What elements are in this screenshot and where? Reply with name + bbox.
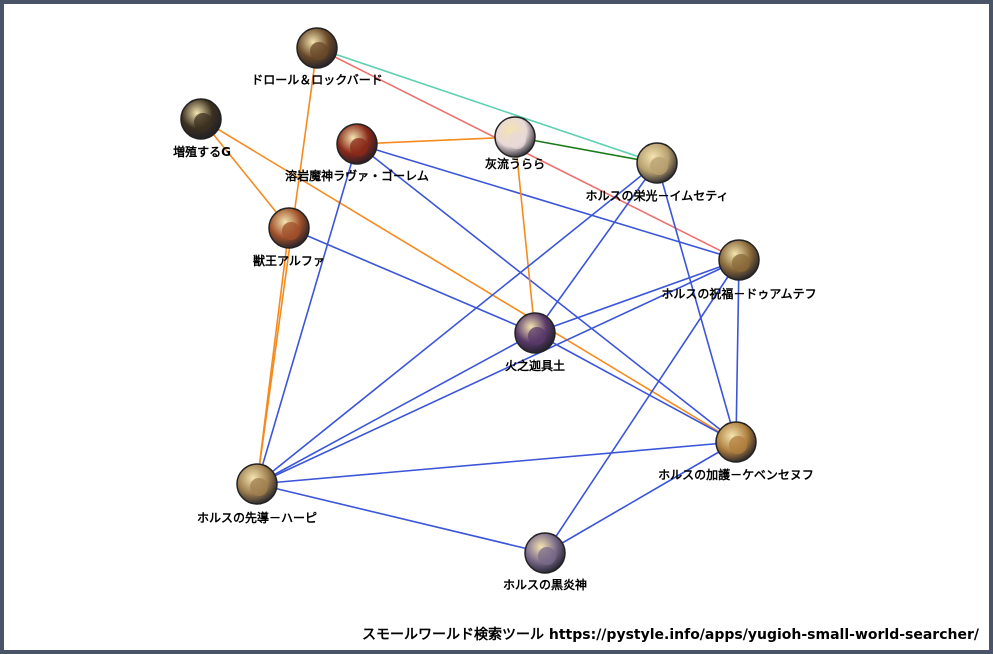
card-art-detail — [250, 478, 268, 496]
card-art-detail — [528, 327, 546, 345]
edge-lava-ash — [356, 136, 516, 145]
card-art-detail — [310, 42, 328, 60]
footer-credit: スモールワールド検索ツール https://pystyle.info/apps/… — [362, 627, 979, 643]
node-ash[interactable]: 灰流うらら — [485, 116, 545, 171]
card-art-detail — [194, 113, 212, 131]
node-label-qebehsenuef: ホルスの加護－ケベンセヌフ — [658, 467, 814, 482]
node-alpha[interactable]: 獣王アルファ — [253, 207, 325, 268]
edge-qebehsenuef-horus — [544, 441, 737, 554]
node-label-hapi: ホルスの先導－ハーピ — [197, 510, 317, 525]
edge-ash-hinotama — [514, 136, 536, 334]
card-art-detail — [650, 157, 668, 175]
card-art-detail — [538, 547, 556, 565]
node-label-hinotama: 火之迦具土 — [505, 358, 565, 373]
graph-canvas: ドロール＆ロックバード増殖するG 溶岩魔神ラヴァ・ゴーレム 灰流うららホルスの栄光－… — [4, 4, 989, 650]
edge-hapi-horus — [256, 483, 546, 554]
node-horus[interactable]: ホルスの黒炎神 — [503, 532, 587, 592]
edge-imsety-hapi — [256, 162, 658, 485]
card-art-detail — [508, 131, 526, 149]
edge-droll-imsety — [316, 47, 658, 164]
edge-imsety-hinotama — [534, 162, 658, 334]
node-label-alpha: 獣王アルファ — [253, 253, 325, 268]
node-duamutef[interactable]: ホルスの祝福－ドゥアムテフ — [661, 239, 817, 301]
edge-duamutef-hapi — [256, 259, 740, 485]
edge-ash-imsety — [514, 136, 658, 164]
edge-layer — [200, 47, 740, 554]
node-hapi[interactable]: ホルスの先導－ハーピ — [197, 463, 317, 525]
node-label-ash: 灰流うらら — [485, 156, 545, 171]
node-label-imsety: ホルスの栄光－イムセティ — [585, 188, 728, 203]
edge-alpha-hinotama — [288, 227, 536, 334]
card-art-detail — [729, 436, 747, 454]
edge-hinotama-qebehsenuef — [534, 332, 737, 443]
edge-droll-hapi — [256, 47, 318, 485]
node-imsety[interactable]: ホルスの栄光－イムセティ — [585, 142, 729, 203]
edge-lava-qebehsenuef — [356, 143, 737, 443]
edge-duamutef-qebehsenuef — [735, 259, 740, 443]
edge-qebehsenuef-hapi — [256, 441, 737, 485]
card-art-detail — [732, 254, 750, 272]
node-hinotama[interactable]: 火之迦具土 — [505, 312, 565, 373]
edge-droll-duamutef — [316, 47, 740, 261]
node-label-maxx: 増殖するG — [173, 144, 231, 159]
card-art-detail — [350, 138, 368, 156]
edge-duamutef-horus — [544, 259, 740, 554]
edge-duamutef-hinotama — [534, 259, 740, 334]
node-label-lava: 溶岩魔神ラヴァ・ゴーレム — [285, 168, 429, 183]
edge-imsety-qebehsenuef — [656, 162, 737, 443]
node-qebehsenuef[interactable]: ホルスの加護－ケベンセヌフ — [658, 421, 814, 482]
edge-lava-duamutef — [356, 143, 740, 261]
edge-hinotama-hapi — [256, 332, 536, 485]
node-lava[interactable]: 溶岩魔神ラヴァ・ゴーレム — [285, 123, 429, 183]
node-maxx[interactable]: 増殖するG — [173, 98, 231, 159]
node-label-horus: ホルスの黒炎神 — [503, 577, 587, 592]
node-label-duamutef: ホルスの祝福－ドゥアムテフ — [661, 286, 816, 301]
node-droll[interactable]: ドロール＆ロックバード — [251, 27, 383, 87]
edge-lava-hapi — [256, 143, 358, 485]
edge-alpha-hapi — [256, 227, 290, 485]
edge-maxx-qebehsenuef — [200, 118, 737, 443]
edge-maxx-alpha — [200, 118, 290, 229]
card-art-detail — [282, 222, 300, 240]
node-label-droll: ドロール＆ロックバード — [251, 73, 382, 87]
